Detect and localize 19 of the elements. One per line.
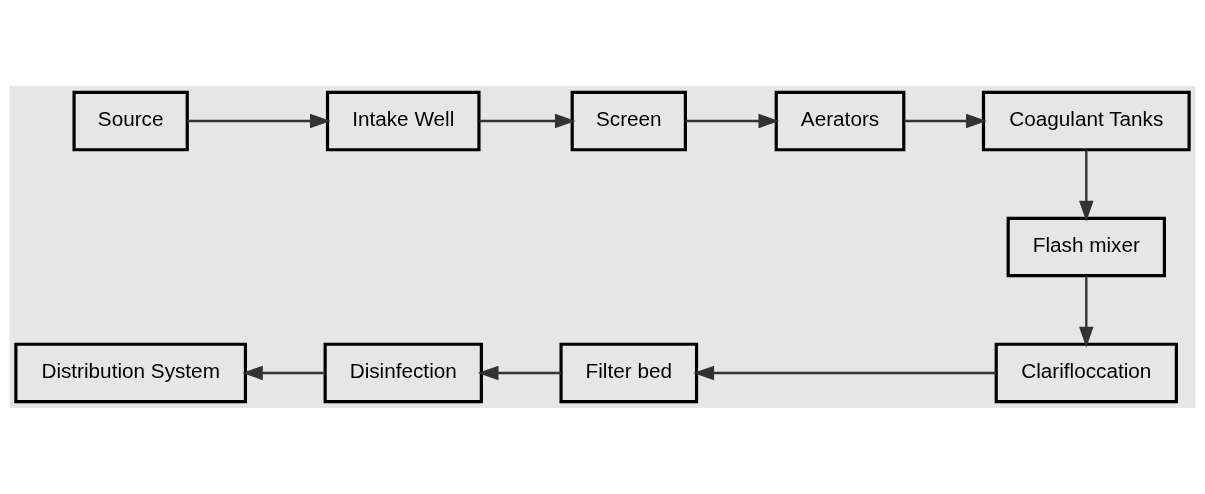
arrow [1079,149,1094,222]
arrow [1079,275,1094,348]
node-box: Disinfection [323,342,483,404]
node-box: Clarifloccation [994,342,1178,404]
node-box: Coagulant Tanks [981,90,1191,152]
node-box: Distribution System [14,342,248,404]
arrow [693,365,997,381]
arrow [479,113,576,129]
arrow [685,113,780,129]
node-box: Screen [570,90,687,152]
arrow [477,365,561,381]
arrow [242,365,326,381]
node-box: Aerators [774,90,906,152]
arrow [904,113,987,129]
node-box: Flash mixer [1006,216,1166,278]
node-box: Source [72,90,189,152]
node-box: Intake Well [325,90,481,152]
arrow [187,113,331,129]
node-box: Filter bed [559,342,699,404]
